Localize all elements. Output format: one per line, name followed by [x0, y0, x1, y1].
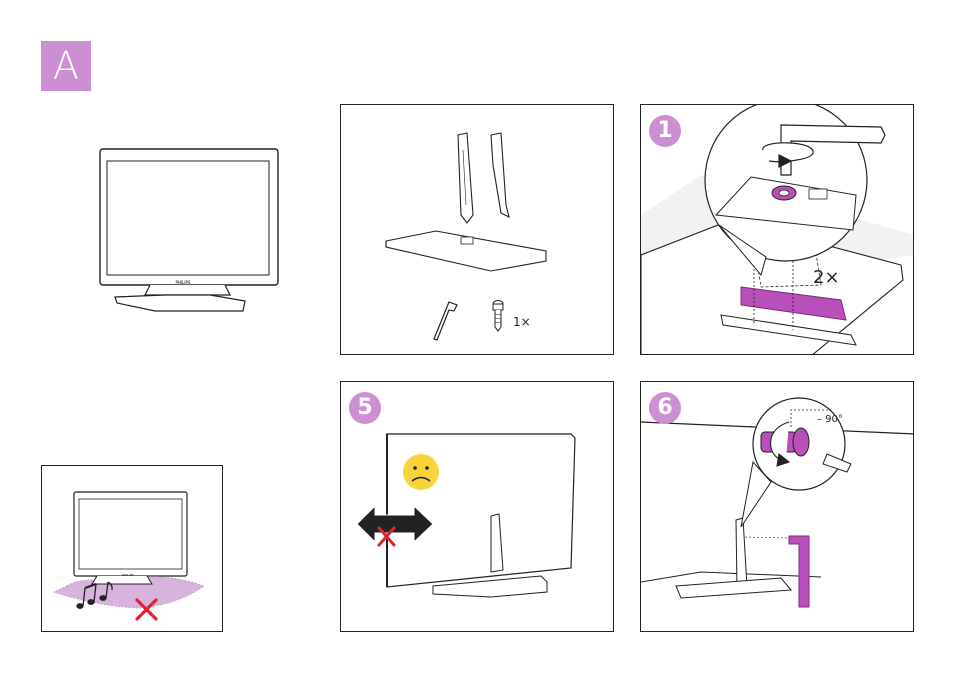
parts-screw-quantity: 1×	[513, 315, 531, 329]
step-5-badge: 5	[349, 392, 381, 424]
panel-step-1: 1 2×	[640, 104, 914, 355]
allen-key-icon	[434, 302, 457, 340]
sad-face-icon	[403, 454, 439, 490]
tv-brand-label: PHILIPS	[176, 280, 191, 285]
step-6-angle-label: – 90°	[817, 414, 843, 425]
stand-neck-part-front	[458, 133, 473, 223]
step-1-badge: 1	[649, 115, 681, 147]
section-badge: A	[41, 41, 91, 91]
panel-parts: 1×	[340, 104, 614, 355]
panel-step-6: 6 – 90°	[640, 381, 914, 632]
stand-base-part	[386, 231, 546, 271]
step-1-screw-quantity: 2×	[813, 267, 840, 288]
step-6-badge: 6	[649, 392, 681, 424]
screw-icon	[493, 301, 503, 332]
tv-brand-label-small: PHILIPS	[122, 573, 133, 577]
panel-soft-surface-warning: PHILIPS	[41, 465, 223, 632]
tv-illustration: PHILIPS	[95, 145, 285, 315]
stand-neck-part-back	[491, 133, 509, 217]
panel-step-5: 5	[340, 381, 614, 632]
